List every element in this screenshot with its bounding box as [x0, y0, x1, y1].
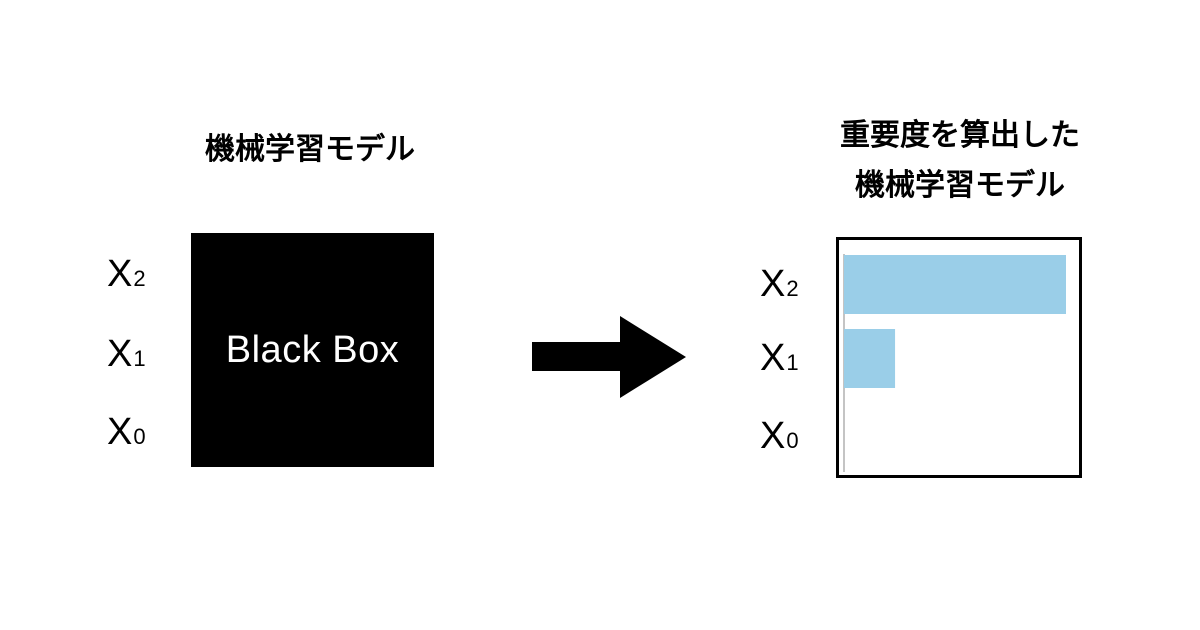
right-title: 重要度を算出した 機械学習モデル: [790, 111, 1130, 211]
importance-chart-svg: [843, 254, 1066, 472]
left-input-x2-base: X: [107, 253, 133, 295]
right-input-x2-base: X: [760, 263, 786, 305]
black-box-label: Black Box: [225, 328, 400, 371]
left-input-x1-sub: 1: [133, 346, 146, 371]
left-input-x0: X0: [107, 410, 146, 459]
left-input-x2-sub: 2: [133, 266, 146, 291]
left-input-x0-sub: 0: [133, 424, 146, 449]
left-input-x0-base: X: [107, 411, 133, 453]
right-input-x1: X1: [760, 336, 799, 385]
left-input-x1: X1: [107, 332, 146, 381]
arrow-shape: [532, 316, 686, 398]
right-input-x0: X0: [760, 414, 799, 463]
right-input-x1-sub: 1: [786, 350, 799, 375]
left-title: 機械学習モデル: [205, 132, 415, 167]
right-input-x0-sub: 0: [786, 428, 799, 453]
left-input-x2: X2: [107, 252, 146, 301]
right-input-x2: X2: [760, 262, 799, 311]
right-title-line-1: 重要度を算出した: [840, 118, 1080, 153]
right-input-x2-sub: 2: [786, 276, 799, 301]
importance-chart: [836, 237, 1082, 478]
black-box-model: Black Box: [191, 233, 434, 467]
right-input-x1-base: X: [760, 337, 786, 379]
right-arrow-icon: [532, 316, 686, 398]
right-input-x0-base: X: [760, 415, 786, 457]
left-input-x1-base: X: [107, 333, 133, 375]
right-title-line-2: 機械学習モデル: [855, 168, 1065, 203]
bar-x2: [844, 255, 1066, 314]
bar-x1: [844, 329, 896, 388]
bars-group: [844, 255, 1066, 388]
